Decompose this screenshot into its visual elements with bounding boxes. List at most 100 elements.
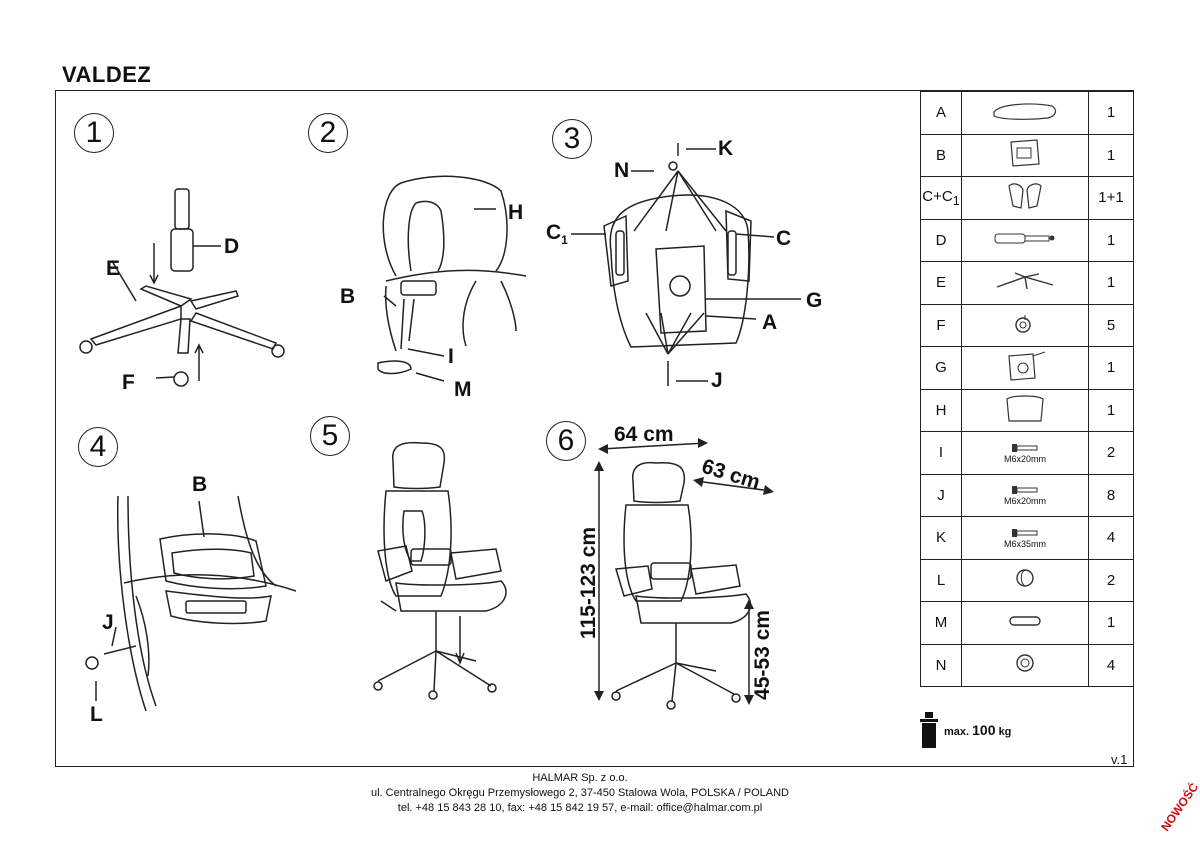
part-image bbox=[961, 261, 1089, 305]
part-id-text: B bbox=[935, 146, 946, 164]
company-name: HALMAR Sp. z o.o. bbox=[532, 772, 628, 784]
bolt-spec: M6x20mm bbox=[1003, 453, 1046, 464]
part-image: M6x35mm bbox=[961, 516, 1089, 560]
part-id: B bbox=[920, 133, 962, 177]
backrest-icon bbox=[962, 393, 1088, 427]
part-image bbox=[961, 303, 1089, 347]
part-id-text: J bbox=[937, 486, 945, 504]
weight-value: 100 bbox=[972, 722, 996, 738]
step-3-seat-diagram bbox=[571, 143, 801, 386]
star-base-icon bbox=[962, 271, 1088, 295]
part-id: J bbox=[920, 473, 962, 517]
mechanism-icon bbox=[962, 350, 1088, 386]
part-id-text: L bbox=[936, 571, 946, 589]
step-1-number: 1 bbox=[74, 113, 114, 153]
part-quantity: 2 bbox=[1088, 558, 1134, 602]
label-e: E bbox=[106, 257, 121, 280]
label-g: G bbox=[806, 289, 823, 312]
step-4-lumbar-diagram bbox=[85, 495, 297, 712]
label-j: J bbox=[711, 369, 723, 392]
caster-icon bbox=[962, 311, 1088, 339]
page-title: VALDEZ bbox=[62, 62, 152, 87]
label-b: B bbox=[340, 285, 356, 308]
weight-unit: kg bbox=[998, 726, 1012, 738]
part-image bbox=[961, 388, 1089, 432]
version-label: v.1 bbox=[1111, 752, 1128, 767]
part-image bbox=[961, 601, 1089, 645]
label-l-step4: L bbox=[90, 703, 103, 726]
part-quantity: 4 bbox=[1088, 516, 1134, 560]
label-c1-letter: C bbox=[546, 221, 562, 244]
part-image bbox=[961, 643, 1089, 687]
label-d: D bbox=[224, 235, 240, 258]
lumbar-support-icon bbox=[962, 138, 1088, 172]
assembly-steps: 1 bbox=[56, 91, 922, 768]
part-quantity: 8 bbox=[1088, 473, 1134, 517]
step-5-number: 5 bbox=[310, 416, 350, 456]
weight-icon bbox=[920, 712, 938, 748]
part-image bbox=[961, 346, 1089, 390]
label-c1-subscript: 1 bbox=[561, 233, 568, 248]
bolt-icon bbox=[962, 527, 1088, 539]
part-id-subscript: 1 bbox=[952, 193, 960, 208]
seat-icon bbox=[962, 100, 1088, 126]
part-id-text: A bbox=[935, 104, 946, 122]
bolt-icon bbox=[962, 484, 1088, 496]
step-2-number: 2 bbox=[308, 113, 348, 153]
part-quantity: 1 bbox=[1088, 133, 1134, 177]
part-image bbox=[961, 218, 1089, 262]
part-quantity: 1 bbox=[1088, 346, 1134, 390]
part-id: D bbox=[920, 218, 962, 262]
part-quantity: 1 bbox=[1088, 388, 1134, 432]
instruction-frame: 1 bbox=[55, 90, 1134, 767]
part-id: G bbox=[920, 346, 962, 390]
label-f: F bbox=[122, 371, 135, 394]
part-id-text: N bbox=[935, 656, 947, 674]
part-id: M bbox=[920, 601, 962, 645]
new-badge: NOWOŚĆ bbox=[1158, 780, 1200, 834]
part-id-text: M bbox=[934, 614, 948, 632]
label-c1: C1 bbox=[546, 221, 568, 247]
part-id-text: I bbox=[938, 444, 944, 462]
part-id-text: G bbox=[935, 359, 947, 377]
part-image bbox=[961, 133, 1089, 177]
part-id: L bbox=[920, 558, 962, 602]
part-image bbox=[961, 176, 1089, 220]
part-quantity: 5 bbox=[1088, 303, 1134, 347]
weight-limit-text: max. 100 kg bbox=[944, 722, 1011, 738]
company-address: ul. Centralnego Okręgu Przemysłowego 2, … bbox=[370, 787, 789, 799]
company-footer: HALMAR Sp. z o.o. ul. Centralnego Okręgu… bbox=[0, 771, 1160, 816]
dimension-seat-height: 45-53 cm bbox=[751, 610, 774, 700]
label-a: A bbox=[762, 311, 778, 334]
part-image bbox=[961, 558, 1089, 602]
label-j-step4: J bbox=[102, 611, 114, 634]
label-n: N bbox=[614, 159, 630, 182]
step-6-number: 6 bbox=[546, 421, 586, 461]
step-6-dimensions-diagram bbox=[594, 438, 774, 710]
part-id-text: D bbox=[935, 231, 947, 249]
part-id-text: C+C bbox=[922, 187, 953, 205]
label-h: H bbox=[508, 201, 524, 224]
step-5-chair-diagram bbox=[373, 441, 507, 700]
part-id: E bbox=[920, 261, 962, 305]
part-id: F bbox=[920, 303, 962, 347]
dimension-width: 64 cm bbox=[614, 423, 674, 446]
armrests-icon bbox=[962, 180, 1088, 216]
gas-lift-icon bbox=[962, 231, 1088, 249]
part-id: C+C1 bbox=[920, 176, 962, 220]
part-quantity: 1 bbox=[1088, 261, 1134, 305]
bolt-icon bbox=[962, 442, 1088, 454]
part-quantity: 1 bbox=[1088, 218, 1134, 262]
label-b-step4: B bbox=[192, 473, 208, 496]
weight-limit: max. 100 kg bbox=[920, 712, 1011, 748]
